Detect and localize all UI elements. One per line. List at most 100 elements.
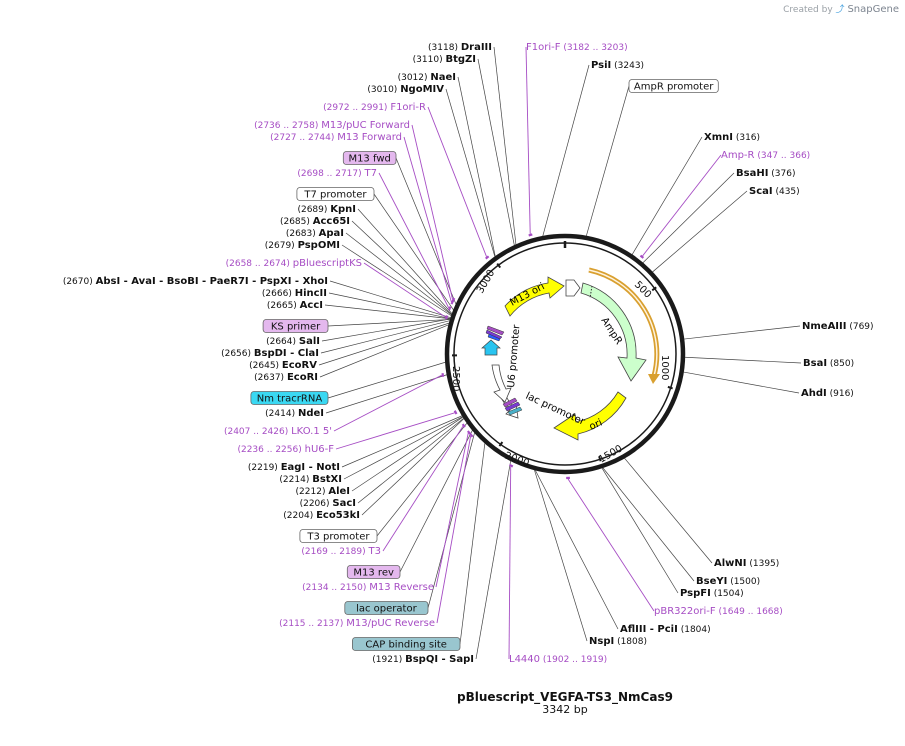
feature-ori[interactable] <box>553 391 627 441</box>
site-label-nmeaiii[interactable]: NmeAIII (769) <box>802 321 874 332</box>
feature-arcs[interactable]: M13 ori AmpR ori lac promoter U6 promote… <box>481 267 660 441</box>
site-label-pspomi[interactable]: (2679) PspOMI <box>265 240 340 251</box>
site-label-eco53ki[interactable]: (2204) Eco53kI <box>283 510 360 521</box>
box-leader-m13-fwd <box>395 157 457 305</box>
site-label-kpni[interactable]: (2689) KpnI <box>297 204 356 215</box>
site-label-ecori[interactable]: (2637) EcoRI <box>254 372 318 383</box>
site-leader-eagi-noti <box>341 415 463 468</box>
site-label-alei[interactable]: (2212) AleI <box>296 486 350 497</box>
primer-label-pbluescriptks[interactable]: (2658 .. 2674) pBluescriptKS <box>226 258 362 269</box>
site-leader-pspomi <box>341 244 452 317</box>
primer-label-amp-r[interactable]: Amp-R (347 .. 366) <box>721 150 810 161</box>
site-label-eagi-noti[interactable]: (2219) EagI - NotI <box>248 462 340 473</box>
primer-labels[interactable]: F1ori-F (3182 .. 3203) (2972 .. 2991) F1o… <box>224 42 810 665</box>
site-label-ahdi[interactable]: AhdI (916) <box>801 388 854 399</box>
label-u6-promoter: U6 promoter <box>506 323 523 388</box>
primer-leader-m13-forward <box>403 136 452 303</box>
ampr-strand-arrowhead <box>648 374 660 384</box>
site-label-pspfi[interactable]: PspFI (1504) <box>680 588 744 599</box>
restriction-site-labels[interactable]: (3118) DraIII(3110) BtgZI (3012) NaeI(301… <box>63 42 874 665</box>
box-t7-promoter[interactable]: T7 promoter <box>296 187 375 201</box>
site-leader-pspfi <box>601 467 679 594</box>
plasmid-name: pBluescript_VEGFA-TS3_NmCas9 <box>457 690 673 704</box>
primer-leader-amp-r <box>642 154 722 257</box>
primer-leader-m13-puc-reverse <box>436 435 472 624</box>
primer-label-m13-forward[interactable]: (2727 .. 2744) M13 Forward <box>270 132 402 143</box>
primer-mark-f1ori-r <box>485 255 490 260</box>
site-label-scai[interactable]: ScaI (435) <box>749 186 800 197</box>
site-label-bspdi-clai[interactable]: (2656) BspDI - ClaI <box>221 348 319 359</box>
box-text-t7-promoter: T7 promoter <box>303 190 367 201</box>
box-nm-tracrrna[interactable]: Nm tracrRNA <box>250 391 329 405</box>
white-feature-arrow <box>565 279 581 297</box>
box-m13-rev[interactable]: M13 rev <box>346 565 401 579</box>
site-label-saci[interactable]: (2206) SacI <box>300 498 356 509</box>
feature-tracrrna[interactable] <box>481 339 501 356</box>
site-label-alwni[interactable]: AlwNI (1395) <box>714 558 779 569</box>
primer-label-m13-puc-reverse[interactable]: (2115 .. 2137) M13/pUC Reverse <box>279 618 435 629</box>
tick-3000 <box>496 262 502 269</box>
site-label-acci[interactable]: (2665) AccI <box>267 300 323 311</box>
site-label-bsai[interactable]: BsaI (850) <box>803 358 854 369</box>
primer-mark-pbluescriptks <box>444 315 449 320</box>
feature-ampr[interactable] <box>580 282 647 382</box>
site-label-xmni[interactable]: XmnI (316) <box>704 132 760 143</box>
site-label-hincii[interactable]: (2666) HincII <box>262 288 327 299</box>
site-label-absi-avai-bsobi-paer7i-pspxi-xhoi[interactable]: (2670) AbsI - AvaI - BsoBI - PaeR7I - Ps… <box>63 276 328 287</box>
position-ticks <box>451 241 673 462</box>
box-leader-lac-operator <box>427 432 475 609</box>
site-leader-ngomiv <box>445 88 496 257</box>
site-label-ndei[interactable]: (2414) NdeI <box>265 408 324 419</box>
primer-mark-lko-1-5 <box>441 372 445 378</box>
box-ampr-promoter[interactable]: AmpR promoter <box>628 79 719 93</box>
box-lac-operator[interactable]: lac operator <box>344 601 429 615</box>
tick-2000 <box>498 441 504 447</box>
tick-500 <box>651 286 657 292</box>
site-label-afliii-pcii[interactable]: AflIII - PciI (1804) <box>620 624 711 635</box>
site-label-ngomiv[interactable]: (3010) NgoMIV <box>367 84 444 95</box>
box-m13-fwd[interactable]: M13 fwd <box>342 151 397 165</box>
primer-marks <box>441 233 645 480</box>
site-label-nspi[interactable]: NspI (1808) <box>589 636 647 647</box>
site-leader-bsahi <box>642 172 735 264</box>
site-label-bseyi[interactable]: BseYI (1500) <box>696 576 760 587</box>
box-cap-binding-site[interactable]: CAP binding site <box>351 637 461 651</box>
site-label-draiii[interactable]: (3118) DraIII <box>428 42 492 53</box>
primer-label-m13-reverse[interactable]: (2134 .. 2150) M13 Reverse <box>302 582 434 593</box>
site-label-acc65i[interactable]: (2685) Acc65I <box>280 216 350 227</box>
site-label-naei[interactable]: (3012) NaeI <box>398 72 456 83</box>
plasmid-length: 3342 bp <box>542 703 588 716</box>
primer-label-t3[interactable]: (2169 .. 2189) T3 <box>301 546 381 557</box>
primer-mark-f1ori-f <box>528 233 533 237</box>
primer-leader-pbr322ori-f <box>567 478 655 612</box>
site-label-btgzi[interactable]: (3110) BtgZI <box>413 54 476 65</box>
site-label-bsahi[interactable]: BsaHI (376) <box>736 168 795 179</box>
site-label-sali[interactable]: (2664) SalI <box>266 336 320 347</box>
site-leader-bseyi <box>602 467 695 582</box>
primer-label-f1ori-f[interactable]: F1ori-F (3182 .. 3203) <box>526 42 628 53</box>
site-label-bstxi[interactable]: (2214) BstXI <box>279 474 342 485</box>
box-ks-primer[interactable]: KS primer <box>262 319 329 333</box>
site-label-psii[interactable]: PsiI (3243) <box>591 60 644 71</box>
primer-label-l4440[interactable]: L4440 (1902 .. 1919) <box>509 654 607 665</box>
primer-label-m13-puc-forward[interactable]: (2736 .. 2758) M13/pUC Forward <box>254 120 410 131</box>
site-leader-ecorv <box>318 322 450 366</box>
site-label-bspqi-sapi[interactable]: (1921) BspQI - SapI <box>372 654 474 665</box>
label-ori: ori <box>588 417 604 432</box>
primer-label-t7[interactable]: (2698 .. 2717) T7 <box>297 168 377 179</box>
primer-label-pbr322ori-f[interactable]: pBR322ori-F (1649 .. 1668) <box>654 606 783 617</box>
primer-label-hu6-f[interactable]: (2236 .. 2256) hU6-F <box>237 444 334 455</box>
site-label-ecorv[interactable]: (2645) EcoRV <box>249 360 317 371</box>
site-label-apai[interactable]: (2683) ApaI <box>286 228 344 239</box>
box-t3-promoter[interactable]: T3 promoter <box>299 529 378 543</box>
feature-m13-ori[interactable] <box>504 276 565 317</box>
site-leader-bspdi-clai <box>320 320 450 354</box>
primer-label-lko-1-5[interactable]: (2407 .. 2426) LKO.1 5' <box>224 426 332 437</box>
primer-mark-m13-puc-reverse <box>469 433 474 438</box>
feature-u6-promoter[interactable] <box>491 364 512 403</box>
site-leader-afliii-pcii <box>534 470 619 630</box>
primer-label-f1ori-r[interactable]: (2972 .. 2991) F1ori-R <box>323 102 426 113</box>
site-leader-scai <box>652 190 748 273</box>
